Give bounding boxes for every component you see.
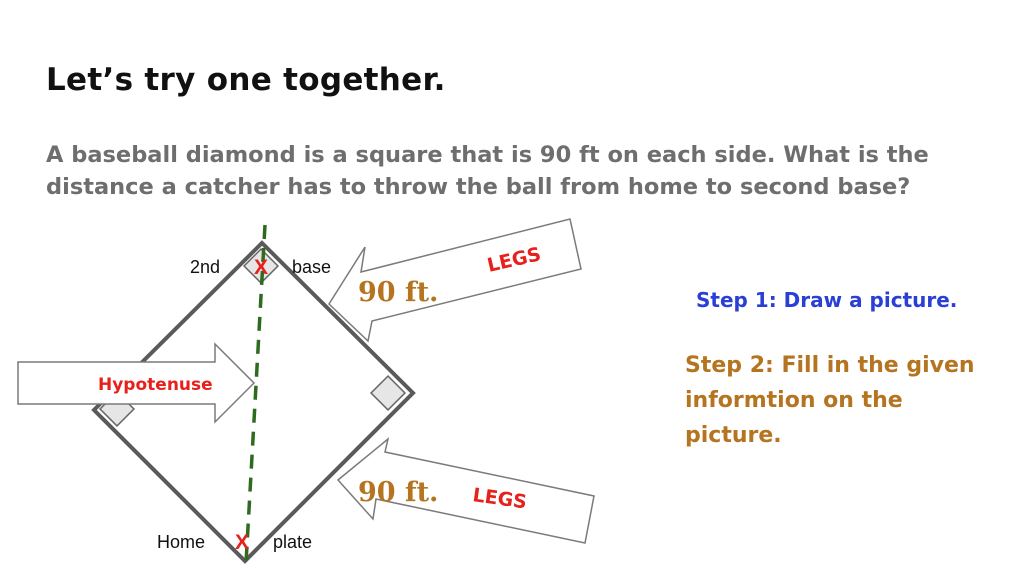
second-base-marker — [242, 247, 280, 285]
lower-legs-arrow — [336, 437, 595, 544]
home-plate-label-left: Home — [157, 532, 205, 552]
home-plate-x-mark: X — [235, 531, 249, 554]
step-2-text: Step 2: Fill in the given informtion on … — [685, 353, 975, 448]
problem-statement: A baseball diamond is a square that is 9… — [46, 142, 929, 200]
upper-legs-arrow — [328, 218, 582, 343]
hypotenuse-label: Hypotenuse — [98, 375, 213, 395]
second-base-label-left: 2nd — [190, 257, 220, 277]
hypotenuse-arrow — [17, 342, 256, 424]
second-base-x-mark: X — [254, 256, 268, 279]
slide-title: Let’s try one together. — [46, 62, 446, 98]
hypotenuse-line — [244, 224, 267, 564]
upper-length-label: 90 ft. — [358, 277, 438, 308]
home-plate-label-right: plate — [273, 532, 312, 552]
diamond-square — [91, 240, 416, 564]
second-base-label-right: base — [292, 257, 331, 277]
first-base-marker — [369, 374, 407, 412]
lower-length-label: 90 ft. — [358, 477, 438, 508]
step-1-text: Step 1: Draw a picture. — [696, 288, 958, 312]
